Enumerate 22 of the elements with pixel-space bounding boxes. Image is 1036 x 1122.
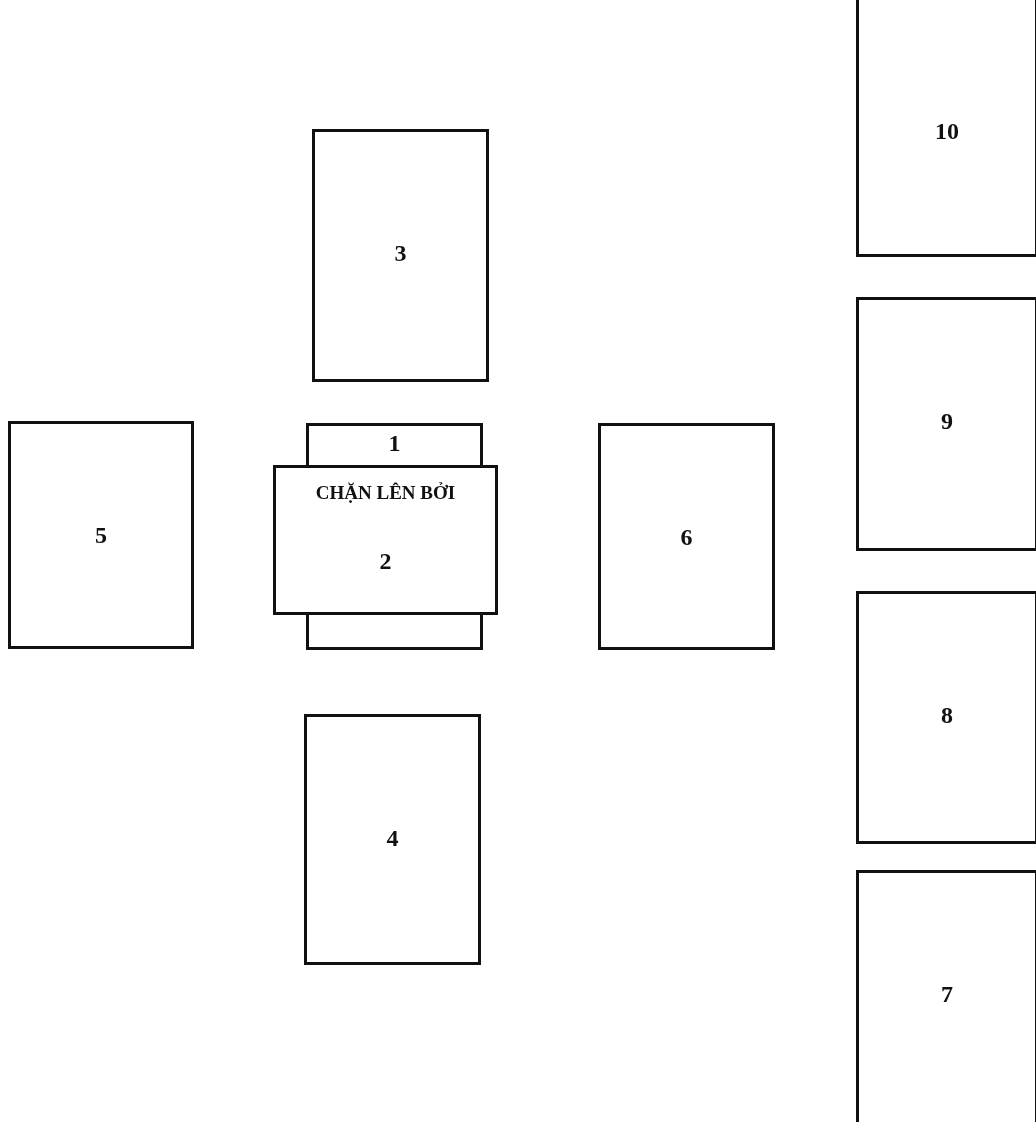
card-outline [273, 465, 498, 615]
card-number: 3 [394, 240, 407, 267]
card-outline [856, 0, 1036, 257]
card-outline [856, 870, 1036, 1122]
card-outline [856, 297, 1036, 551]
card-number: 8 [941, 702, 953, 729]
card-number: 5 [95, 522, 107, 549]
card-number: 10 [935, 118, 959, 145]
card-outline [306, 423, 483, 466]
card-outline [856, 591, 1036, 844]
card-outline [312, 129, 489, 382]
card-number: 4 [386, 825, 399, 852]
card-outline [8, 421, 194, 649]
card-title: CHẶN LÊN BỞI [315, 482, 456, 504]
card-outline [598, 423, 775, 650]
card-number: 7 [941, 981, 953, 1008]
card-number: 6 [680, 524, 693, 551]
card-outline-part [306, 614, 483, 650]
card-outline [304, 714, 481, 965]
card-number: 9 [941, 408, 953, 435]
card-number: 2 [379, 548, 392, 575]
card-number: 1 [388, 430, 401, 457]
